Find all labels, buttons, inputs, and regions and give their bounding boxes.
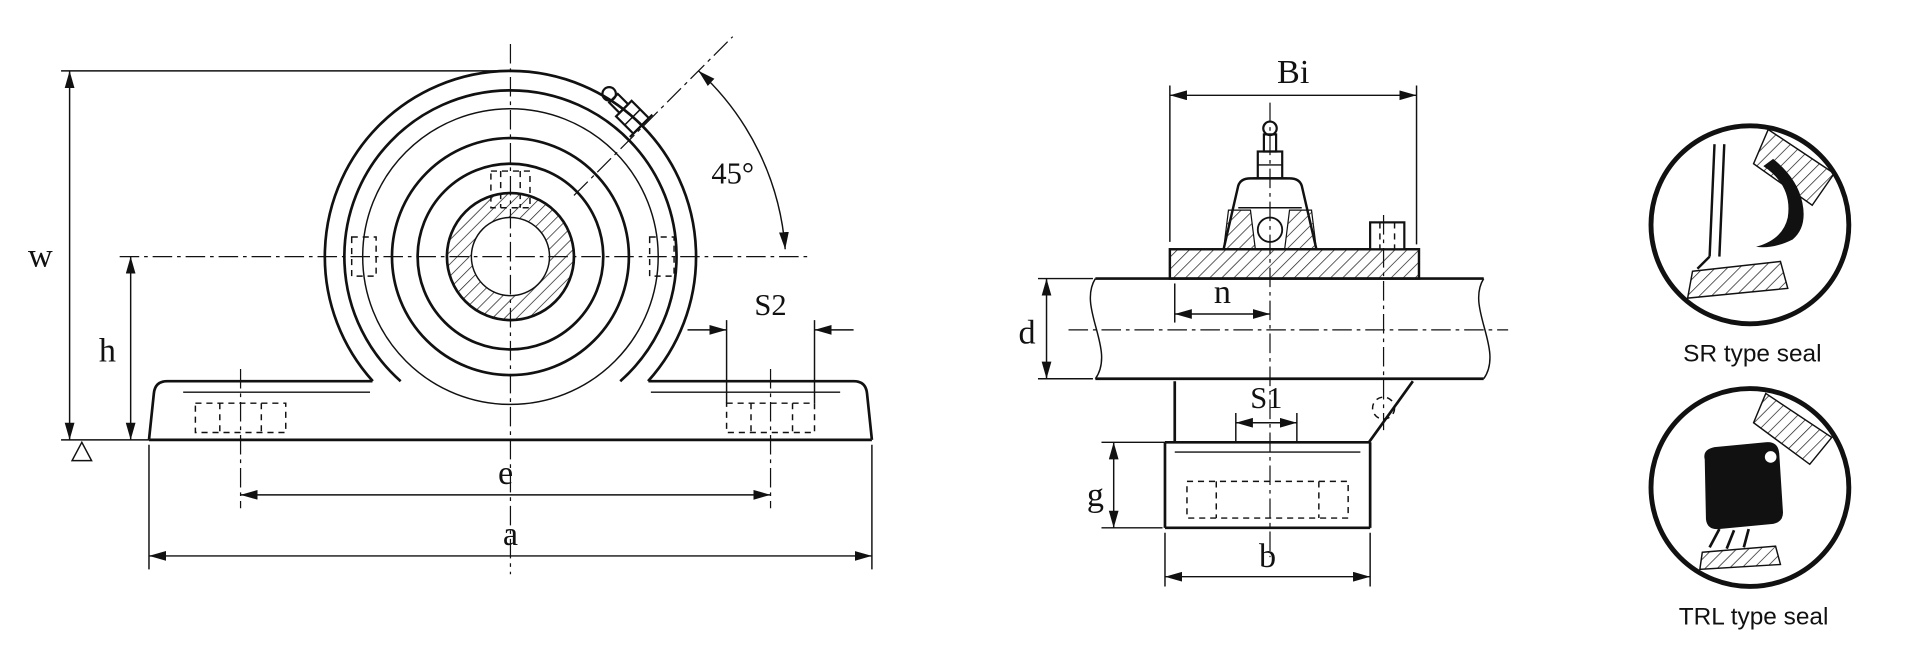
base-section-outline bbox=[1163, 380, 1414, 530]
hidden-lines bbox=[194, 170, 816, 434]
datum-triangle-icon bbox=[70, 440, 93, 462]
side-view-centerlines bbox=[1068, 102, 1509, 558]
angle-arc bbox=[698, 70, 789, 250]
sr-detail-circle bbox=[1648, 123, 1852, 327]
g-extension-lines bbox=[1101, 441, 1168, 529]
sr-slinger-plate bbox=[1696, 144, 1726, 270]
centerlines bbox=[119, 36, 811, 575]
sr-outer-ring-hatch bbox=[1752, 128, 1836, 207]
front-view-pillow-block: w h e a S2 45° bbox=[28, 36, 874, 575]
seal-detail-trl: TRL type seal bbox=[1648, 386, 1852, 630]
dim-label-s2: S2 bbox=[754, 288, 786, 322]
dim-label-d: d bbox=[1018, 314, 1035, 351]
bore-section-hatching bbox=[446, 193, 574, 321]
s2-extension-lines bbox=[725, 320, 816, 404]
trl-garter-spring-icon bbox=[1763, 449, 1779, 465]
side-section-view: Bi n d S1 g b bbox=[1018, 54, 1509, 587]
dim-label-g: g bbox=[1087, 477, 1104, 514]
dim-label-w: w bbox=[28, 237, 53, 274]
s1-slot-lines bbox=[1235, 412, 1298, 443]
sr-inner-ring-hatch bbox=[1686, 260, 1789, 299]
dim-label-angle: 45° bbox=[711, 156, 754, 190]
dim-label-a: a bbox=[503, 516, 518, 553]
w-extension-lines bbox=[61, 70, 513, 441]
dim-label-e: e bbox=[498, 455, 513, 492]
sr-seal-label: SR type seal bbox=[1683, 341, 1821, 368]
bi-extension-lines bbox=[1169, 85, 1418, 245]
trl-rubber-seal bbox=[1704, 442, 1783, 530]
shaft-break-lines bbox=[1089, 278, 1491, 380]
dim-label-s1: S1 bbox=[1250, 381, 1282, 415]
set-screw-hole-hidden bbox=[1371, 396, 1396, 420]
dim-label-bi: Bi bbox=[1277, 54, 1309, 91]
sr-seal-lip bbox=[1756, 158, 1804, 248]
dim-label-b: b bbox=[1259, 538, 1276, 575]
seal-detail-sr: SR type seal bbox=[1648, 123, 1852, 368]
base-cavity-hidden bbox=[1186, 480, 1349, 519]
set-screw-icon bbox=[1369, 221, 1406, 251]
shaft-outline bbox=[1095, 277, 1484, 381]
housing-section-band bbox=[1168, 248, 1421, 280]
set-screw-hidden-lines bbox=[1379, 222, 1396, 250]
dim-label-h: h bbox=[99, 333, 116, 370]
dim-label-n: n bbox=[1214, 274, 1231, 311]
trl-outer-ring-hatch bbox=[1752, 392, 1833, 466]
grease-fitting-icon bbox=[601, 86, 654, 138]
trl-inner-ring-hatch bbox=[1698, 545, 1782, 571]
a-extension-lines bbox=[148, 444, 873, 570]
trl-seal-label: TRL type seal bbox=[1679, 603, 1829, 630]
collar-section-hatch bbox=[1222, 209, 1318, 250]
trl-seal-lips bbox=[1708, 528, 1750, 550]
